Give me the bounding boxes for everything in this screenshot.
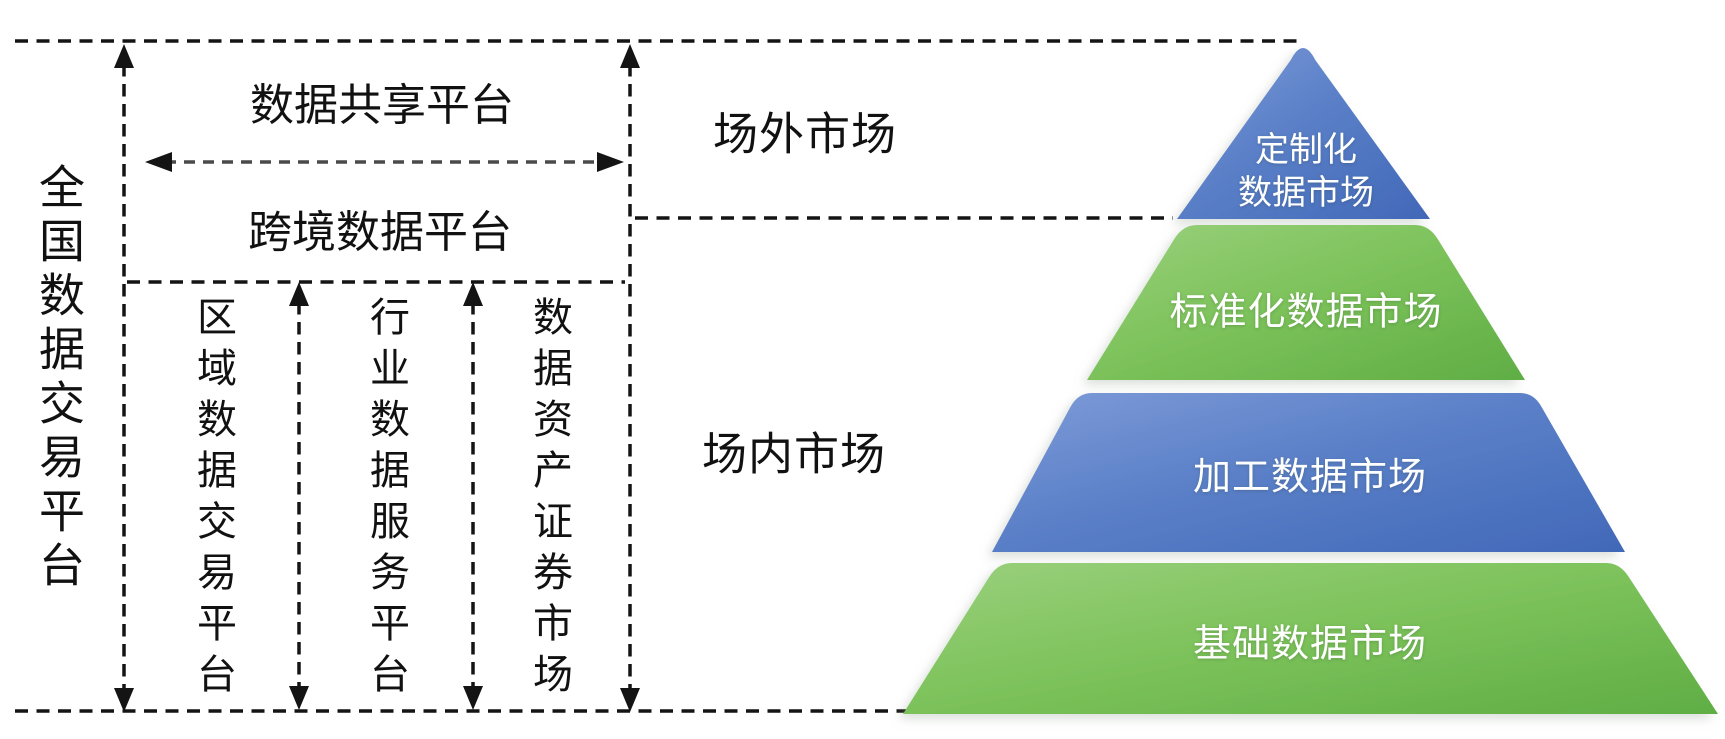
crossborder-data-platform-label: 跨境数据平台 bbox=[248, 208, 512, 257]
regional-data-trading-platform-label: 区域数据交易平台 bbox=[191, 296, 236, 704]
pyramid-level-4-basic-data-market bbox=[903, 563, 1718, 714]
arrowhead-left-icon bbox=[145, 152, 172, 172]
arrowhead-up-icon bbox=[620, 44, 640, 68]
custom-data-market-line2: 数据市场 bbox=[1238, 175, 1374, 212]
standardized-data-market-label: 标准化数据市场 bbox=[1169, 291, 1443, 334]
custom-data-market-label: 定制化 数据市场 bbox=[1238, 129, 1374, 215]
processed-data-market-label: 加工数据市场 bbox=[1192, 456, 1428, 499]
arrowhead-up-icon bbox=[463, 282, 483, 306]
national-data-trading-platform-label: 全国数据交易平台 bbox=[33, 163, 84, 595]
data-sharing-platform-label: 数据共享平台 bbox=[250, 81, 514, 130]
industry-data-service-platform-label: 行业数据服务平台 bbox=[364, 296, 409, 704]
data-asset-securities-market-label: 数据资产证券市场 bbox=[527, 296, 572, 704]
arrowhead-up-icon bbox=[289, 282, 309, 306]
exchange-market-label: 场内市场 bbox=[701, 429, 887, 480]
pyramid-level-1-custom-data-market bbox=[1177, 48, 1430, 219]
arrowhead-right-icon bbox=[597, 152, 624, 172]
pyramid-level-2-standardized-data-market bbox=[1087, 225, 1525, 380]
arrowhead-down-icon bbox=[114, 688, 134, 712]
custom-data-market-line1: 定制化 bbox=[1255, 132, 1357, 169]
otc-market-label: 场外市场 bbox=[712, 109, 898, 160]
pyramid-level-3-processed-data-market bbox=[992, 393, 1625, 552]
basic-data-market-label: 基础数据市场 bbox=[1192, 623, 1428, 666]
arrowhead-down-icon bbox=[463, 686, 483, 710]
arrowhead-down-icon bbox=[289, 686, 309, 710]
arrowhead-up-icon bbox=[114, 44, 134, 68]
arrowhead-down-icon bbox=[620, 688, 640, 712]
